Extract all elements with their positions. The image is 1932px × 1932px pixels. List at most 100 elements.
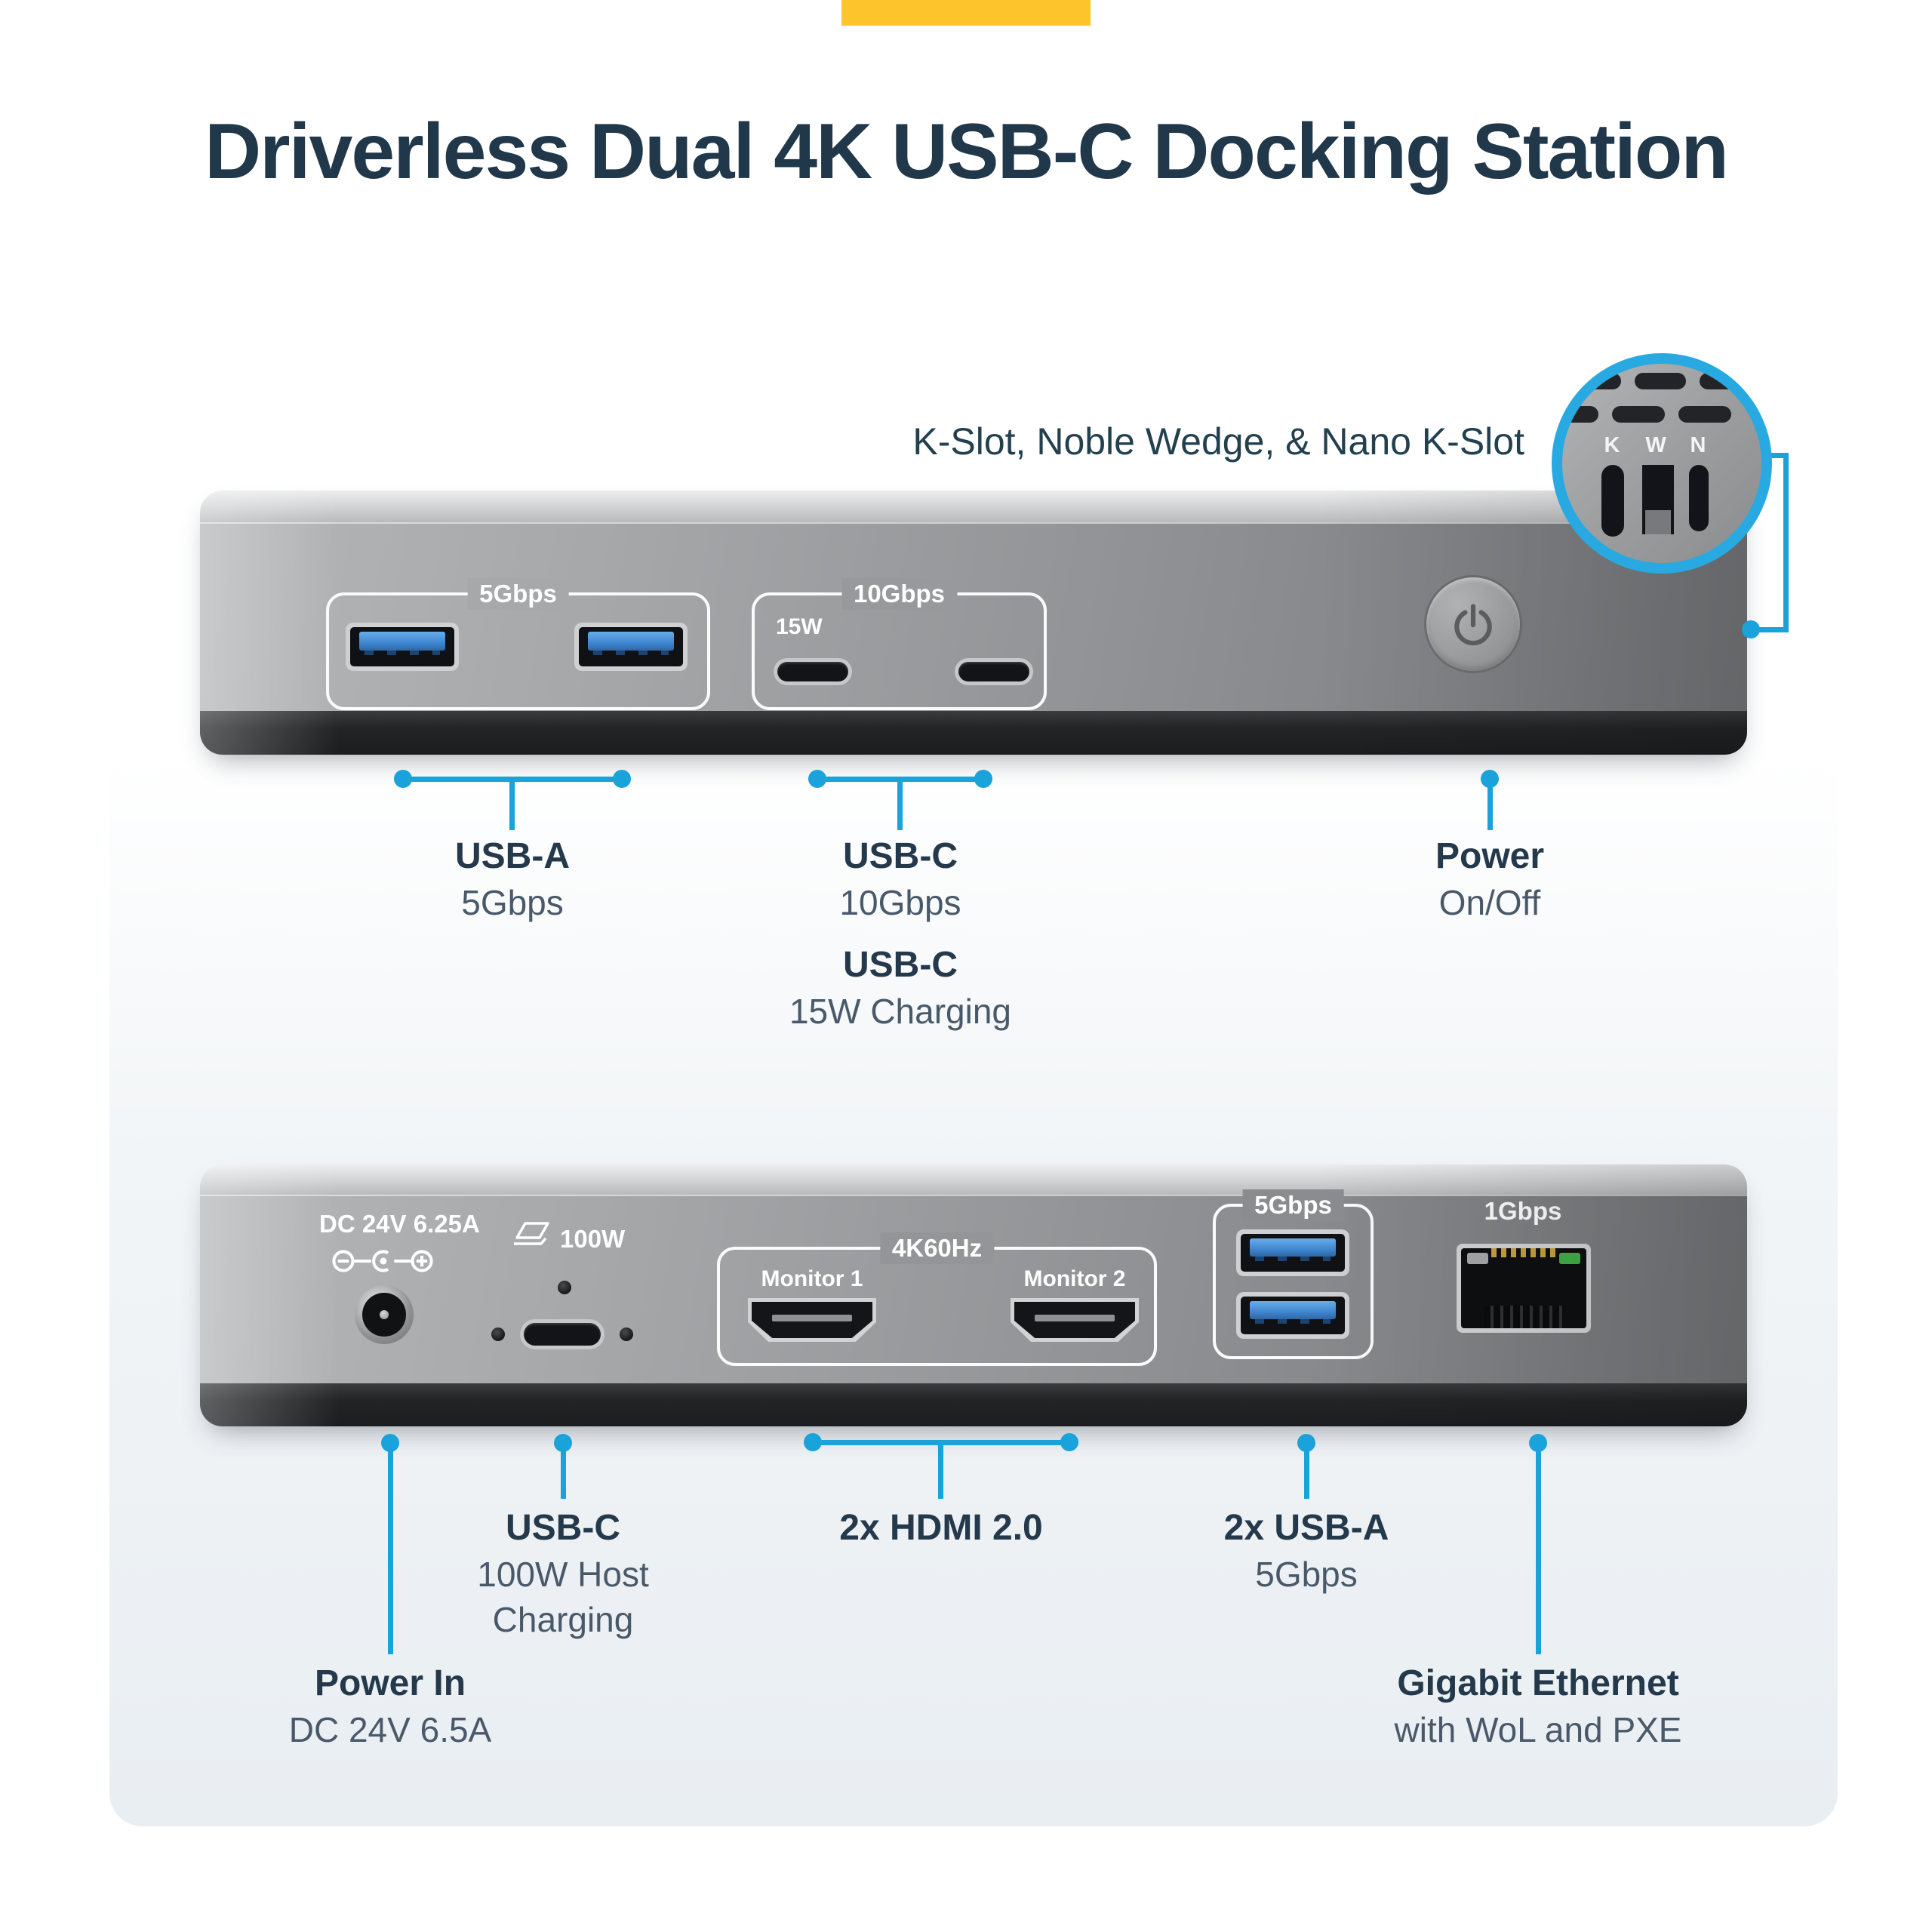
vent-slot: [1573, 373, 1621, 389]
page-title: Driverless Dual 4K USB-C Docking Station: [205, 108, 1729, 195]
power-button: [1424, 575, 1522, 673]
connector-line: [509, 779, 515, 830]
hdmi-port: [748, 1298, 876, 1342]
annotation-usb-a-rear: 2x USB-A 5Gbps: [1224, 1505, 1389, 1597]
connector-line: [897, 779, 903, 830]
connector-line: [388, 1449, 393, 1654]
annotation-sub: Charging: [492, 1600, 634, 1639]
annotation-hdmi: 2x HDMI 2.0: [839, 1505, 1042, 1552]
kslot-letter: K: [1604, 433, 1620, 457]
annotation-heading: USB-C: [842, 945, 958, 985]
screw-hole: [491, 1327, 505, 1341]
dock-back-view: DC 24V 6.25A 100W: [200, 1164, 1747, 1426]
connector-line: [1536, 1449, 1541, 1654]
annotation-sub: DC 24V 6.5A: [288, 1710, 492, 1749]
connector-dot: [804, 1433, 822, 1451]
callout-line: [1752, 627, 1789, 632]
power-icon: [1454, 604, 1492, 646]
usb-a-port: [574, 623, 688, 671]
connector-dot: [613, 770, 631, 788]
annotation-heading: 2x USB-A: [1223, 1508, 1389, 1548]
k-slot: [1601, 465, 1624, 537]
security-slots-label: K-Slot, Noble Wedge, & Nano K-Slot: [912, 420, 1524, 463]
connector-line: [561, 1449, 566, 1499]
annotation-sub: 5Gbps: [1255, 1555, 1358, 1594]
monitor2-label: Monitor 2: [1023, 1266, 1126, 1291]
annotation-usb-c-host: USB-C 100W Host Charging: [477, 1505, 649, 1642]
background-card: [109, 45, 1838, 1826]
annotation-heading: USB-C: [506, 1508, 620, 1548]
vent-slot: [1700, 373, 1752, 389]
annotation-heading: Power In: [314, 1663, 466, 1703]
security-slot-callout: K W N: [1552, 353, 1772, 574]
activity-led: [1559, 1253, 1580, 1264]
display-group: 4K60Hz Monitor 1 Monitor 2: [717, 1232, 1157, 1366]
front-top-face: [200, 491, 1747, 522]
vent-slot: [1678, 406, 1731, 423]
front-usba-group-label: 5Gbps: [467, 578, 569, 610]
connector-dot: [1060, 1433, 1078, 1451]
front-usbc-group: 10Gbps: [752, 578, 1047, 710]
annotation-usb-a: USB-A 5Gbps: [455, 833, 570, 925]
back-usba-group: 5Gbps: [1213, 1189, 1374, 1359]
usb-a-port: [1236, 1292, 1349, 1339]
dock-front-view: 5Gbps 10Gbps 15W: [200, 491, 1747, 755]
annotation-heading: 2x HDMI 2.0: [839, 1508, 1043, 1548]
annotation-heading: Power: [1435, 836, 1545, 876]
laptop-icon: [514, 1222, 549, 1245]
host-charge-label: 100W: [560, 1225, 626, 1253]
screw-hole: [620, 1327, 633, 1341]
front-usbc-group-label: 10Gbps: [841, 578, 958, 610]
annotation-heading: USB-C: [843, 836, 958, 876]
annotation-usb-c-10g: USB-C 10Gbps: [839, 833, 961, 925]
usb-a-port: [346, 623, 459, 671]
wedge-letter: W: [1645, 433, 1666, 457]
connector-dot: [974, 770, 992, 788]
annotation-heading: Gigabit Ethernet: [1397, 1663, 1679, 1703]
wedge-slot: [1642, 465, 1674, 534]
polarity-icon: [332, 1250, 433, 1272]
connector-line: [1304, 1449, 1309, 1499]
brand-yellow-tab: [841, 0, 1091, 26]
monitor1-label: Monitor 1: [761, 1266, 863, 1291]
hdmi-port: [1011, 1298, 1139, 1342]
usb-c-port: [955, 658, 1033, 685]
back-top-face: [200, 1164, 1747, 1195]
back-usba-group-label: 5Gbps: [1242, 1189, 1344, 1221]
annotation-sub: On/Off: [1438, 883, 1541, 922]
connector-line: [1487, 785, 1493, 830]
front-usba-group: 5Gbps: [326, 578, 710, 710]
usb-a-port: [1236, 1229, 1349, 1276]
connector-dot: [394, 770, 412, 788]
ethernet-speed-label: 1Gbps: [1484, 1197, 1562, 1225]
annotation-sub: 5Gbps: [461, 883, 564, 922]
annotation-sub: 10Gbps: [839, 883, 961, 922]
dc-power-jack: [355, 1285, 414, 1344]
vent-slot: [1612, 406, 1665, 423]
annotation-sub: with WoL and PXE: [1394, 1710, 1682, 1749]
vent-slot: [1635, 373, 1686, 389]
usbc-15w-label: 15W: [776, 614, 823, 639]
annotation-sub: 100W Host: [477, 1555, 649, 1594]
connector-dot: [808, 770, 826, 788]
callout-line: [1783, 453, 1789, 632]
vent-slot: [1562, 406, 1598, 423]
annotation-sub: 15W Charging: [789, 992, 1012, 1031]
front-base: [200, 711, 1747, 755]
annotation-ethernet: Gigabit Ethernet with WoL and PXE: [1395, 1660, 1682, 1752]
annotation-usb-c-15w: USB-C 15W Charging: [789, 942, 1011, 1034]
dc-input-label: DC 24V 6.25A: [319, 1210, 480, 1238]
callout-dot: [1742, 620, 1760, 638]
screw-hole: [558, 1281, 571, 1294]
usb-c-port: [774, 658, 852, 685]
ethernet-port: [1457, 1244, 1591, 1333]
usb-c-host-port: [520, 1319, 605, 1349]
connector-line: [938, 1442, 943, 1499]
annotation-heading: USB-A: [455, 836, 570, 876]
back-base: [200, 1383, 1747, 1426]
link-led: [1467, 1253, 1488, 1264]
nano-letter: N: [1690, 433, 1706, 457]
annotation-power: Power On/Off: [1435, 833, 1544, 925]
display-group-label: 4K60Hz: [879, 1232, 995, 1264]
